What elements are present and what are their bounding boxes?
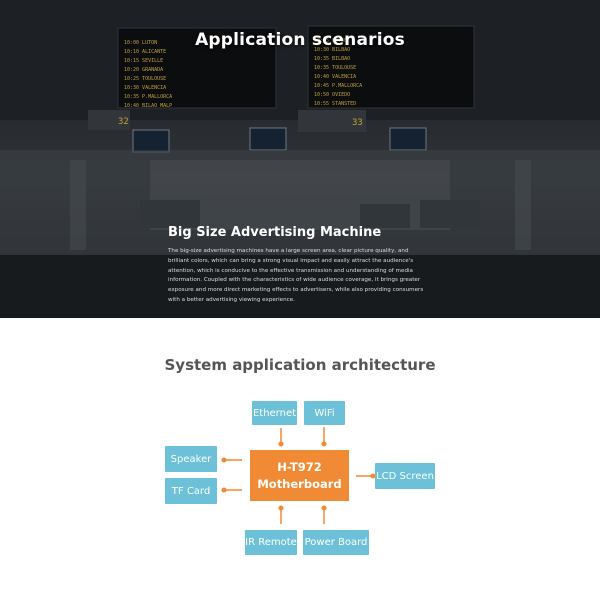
node-wifi: WiFi — [304, 401, 345, 425]
right-board-row: 10:50 OVIEDO — [314, 92, 350, 98]
hub-label: Motherboard — [257, 476, 342, 491]
gate-sign-33: 33 — [352, 118, 363, 128]
left-board-row: 10:00 LUTON — [124, 40, 157, 46]
left-board-row: 10:30 VALENCIA — [124, 85, 166, 91]
node-speaker: Speaker — [165, 446, 217, 472]
right-board-row: 10:35 TOULOUSE — [314, 65, 356, 71]
hero-title: Application scenarios — [195, 30, 405, 50]
product-title: Big Size Advertising Machine — [168, 225, 382, 240]
right-departures-board: 10:25 LUTON 10:30 BILBAO 10:35 BILBAO 10:35… — [314, 38, 362, 107]
product-description: The big-size advertising machines have a… — [168, 248, 424, 303]
left-board-row: 10:25 TOULOUSE — [124, 76, 166, 82]
connector-dot-lcd-screen — [370, 473, 376, 479]
left-board-row: 10:10 ALICANTE — [124, 49, 166, 55]
hub-motherboard: H-T972 Motherboard — [250, 450, 349, 501]
left-board-row: 10:15 SEVILLE — [124, 58, 163, 64]
right-board-row: 10:25 LUTON — [314, 38, 347, 44]
hub-model: H-T972 — [277, 459, 322, 474]
right-board-row: 10:35 BILBAO — [314, 56, 350, 62]
connector-dot-power-board — [321, 505, 327, 511]
left-board-row: 10:35 P.MALLORCA — [124, 94, 172, 100]
node-ethernet: Ethernet — [252, 401, 297, 425]
right-board-row: 10:30 BILBAO — [314, 47, 350, 53]
gate-sign-32: 32 — [118, 117, 129, 127]
application-scenarios-banner: 10:00 LUTON 10:10 ALICANTE 10:15 SEVILLE 10… — [0, 0, 600, 318]
connector-dot-wifi — [321, 441, 327, 447]
right-board-row: 10:45 P.MALLORCA — [314, 83, 362, 89]
node-power-board: Power Board — [303, 530, 369, 555]
connector-dot-tf-card — [221, 487, 227, 493]
node-tf-card: TF Card — [165, 478, 217, 504]
architecture-title: System application architecture — [164, 356, 436, 374]
right-board-row: 10:55 STANSTED — [314, 101, 356, 107]
node-lcd-screen: LCD Screen — [375, 463, 435, 489]
left-board-row: 10:20 GRANADA — [124, 67, 163, 73]
connector-dot-ir-remote — [278, 505, 284, 511]
connector-dot-ethernet — [278, 441, 284, 447]
connector-dot-speaker — [221, 457, 227, 463]
left-departures-board: 10:00 LUTON 10:10 ALICANTE 10:15 SEVILLE 10… — [124, 40, 172, 109]
right-board-row: 10:40 VALENCIA — [314, 74, 356, 80]
node-ir-remote: IR Remote — [245, 530, 297, 555]
airport-hall-photo: 10:00 LUTON 10:10 ALICANTE 10:15 SEVILLE 10… — [0, 0, 600, 318]
left-board-row: 10:40 BILAO MALP — [124, 103, 172, 109]
